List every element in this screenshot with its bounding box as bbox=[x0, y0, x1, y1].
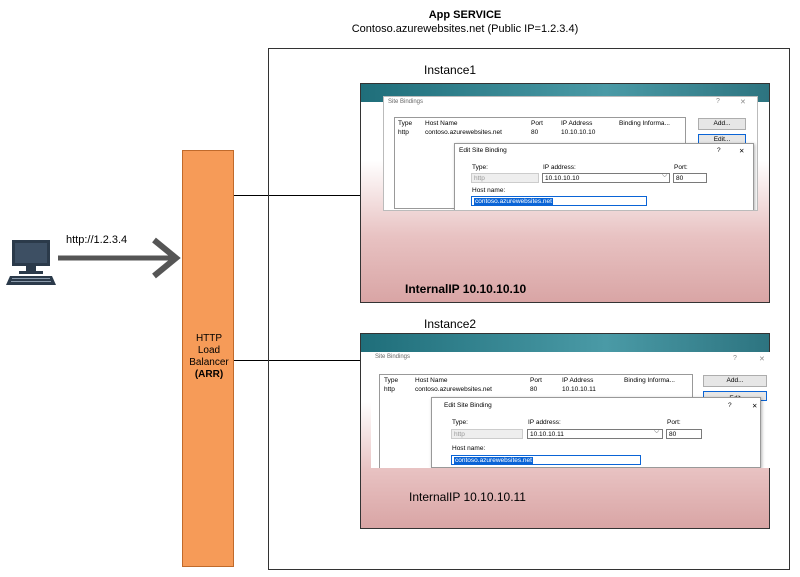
col-binding-info: Binding Informa... bbox=[619, 120, 670, 127]
edit-site-binding-dialog: Edit Site Binding ? ✕ Type: http IP addr… bbox=[454, 143, 754, 210]
col-binding-info: Binding Informa... bbox=[624, 377, 675, 384]
add-button[interactable]: Add... bbox=[703, 375, 767, 387]
cell-port[interactable]: 80 bbox=[531, 129, 539, 136]
col-port: Port bbox=[531, 120, 543, 127]
edit-site-binding-dialog: Edit Site Binding ? ✕ Type: http IP addr… bbox=[431, 397, 761, 468]
col-ip-address: IP Address bbox=[562, 377, 594, 384]
diagram-subtitle: Contoso.azurewebsites.net (Public IP=1.2… bbox=[351, 23, 579, 35]
cell-host-name[interactable]: contoso.azurewebsites.net bbox=[425, 129, 502, 136]
type-select[interactable]: http bbox=[451, 429, 523, 439]
connector-instance1 bbox=[234, 195, 360, 196]
instance1-internal-ip: InternalIP 10.10.10.10 bbox=[405, 282, 527, 296]
ip-address-label: IP address: bbox=[528, 419, 561, 426]
port-label: Port: bbox=[674, 164, 688, 171]
close-icon[interactable]: ✕ bbox=[739, 148, 745, 155]
host-name-label: Host name: bbox=[452, 445, 486, 452]
instance2-internal-ip: InternalIP 10.10.10.11 bbox=[409, 490, 526, 504]
dialog-title: Edit Site Binding bbox=[444, 402, 492, 409]
type-select[interactable]: http bbox=[471, 173, 539, 183]
ip-address-select[interactable]: 10.10.10.10 bbox=[542, 173, 670, 183]
host-name-label: Host name: bbox=[472, 187, 506, 194]
diagram-title: App SERVICE bbox=[428, 9, 502, 21]
col-ip-address: IP Address bbox=[561, 120, 593, 127]
col-type: Type bbox=[398, 120, 413, 127]
ip-address-label: IP address: bbox=[543, 164, 576, 171]
port-field[interactable]: 80 bbox=[673, 173, 707, 183]
chevron-down-icon[interactable]: ⌵ bbox=[654, 428, 660, 435]
host-name-field[interactable]: contoso.azurewebsites.net bbox=[471, 196, 647, 206]
cell-ip-address[interactable]: 10.10.10.11 bbox=[562, 386, 596, 393]
site-bindings-window: Site Bindings ? ✕ Type Host Name Port IP… bbox=[383, 96, 758, 211]
help-icon[interactable]: ? bbox=[717, 147, 721, 154]
help-icon[interactable]: ? bbox=[728, 402, 732, 409]
site-bindings-window: Site Bindings ? ✕ Type Host Name Port IP… bbox=[371, 352, 771, 468]
cell-port[interactable]: 80 bbox=[530, 386, 538, 393]
type-label: Type: bbox=[472, 164, 488, 171]
host-name-field[interactable]: contoso.azurewebsites.net bbox=[451, 455, 641, 465]
cell-type[interactable]: http bbox=[398, 129, 409, 136]
close-icon[interactable]: ✕ bbox=[759, 356, 765, 363]
type-label: Type: bbox=[452, 419, 468, 426]
instance2-box: Site Bindings ? ✕ Type Host Name Port IP… bbox=[360, 333, 771, 529]
help-icon[interactable]: ? bbox=[733, 355, 737, 362]
connector-instance2 bbox=[234, 360, 360, 361]
diagram-title-block: App SERVICE Contoso.azurewebsites.net (P… bbox=[340, 8, 590, 36]
ip-address-select[interactable]: 10.10.10.11 bbox=[527, 429, 663, 439]
instance2-banner bbox=[361, 334, 769, 352]
close-icon[interactable]: ✕ bbox=[740, 99, 746, 106]
col-type: Type bbox=[384, 377, 399, 384]
site-bindings-title: Site Bindings bbox=[388, 99, 424, 105]
port-field[interactable]: 80 bbox=[666, 429, 702, 439]
load-balancer-label: HTTP Load Balancer (ARR) bbox=[189, 333, 229, 380]
site-bindings-title: Site Bindings bbox=[375, 354, 411, 360]
instance2-label: Instance2 bbox=[424, 317, 477, 331]
cell-ip-address[interactable]: 10.10.10.10 bbox=[561, 129, 596, 136]
load-balancer-box: HTTP Load Balancer (ARR) bbox=[182, 150, 234, 567]
col-port: Port bbox=[530, 377, 542, 384]
port-label: Port: bbox=[667, 419, 681, 426]
instance1-label: Instance1 bbox=[424, 63, 477, 77]
request-arrow bbox=[58, 237, 181, 279]
computer-icon bbox=[6, 240, 56, 285]
close-icon[interactable]: ✕ bbox=[752, 403, 758, 410]
add-button[interactable]: Add... bbox=[698, 118, 746, 130]
col-host-name: Host Name bbox=[415, 377, 448, 384]
app-service-container bbox=[268, 48, 790, 570]
chevron-down-icon[interactable]: ⌵ bbox=[662, 172, 668, 179]
instance1-box: Site Bindings ? ✕ Type Host Name Port IP… bbox=[360, 83, 770, 303]
col-host-name: Host Name bbox=[425, 120, 458, 127]
cell-type[interactable]: http bbox=[384, 386, 395, 393]
cell-host-name[interactable]: contoso.azurewebsites.net bbox=[415, 386, 492, 393]
client-url-label: http://1.2.3.4 bbox=[66, 234, 128, 246]
help-icon[interactable]: ? bbox=[716, 98, 720, 105]
dialog-title: Edit Site Binding bbox=[459, 147, 507, 154]
